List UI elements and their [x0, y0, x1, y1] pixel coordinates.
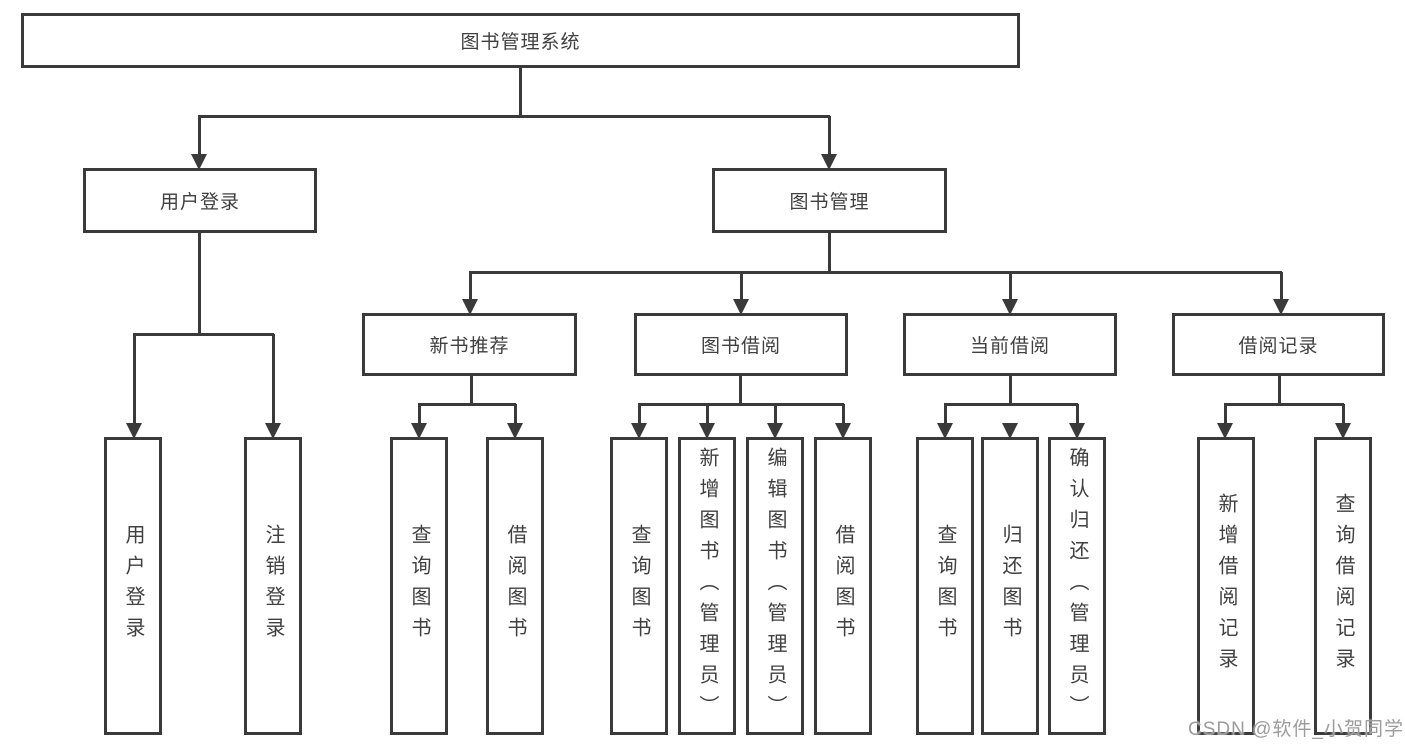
arrowhead-down-icon	[1002, 423, 1018, 439]
watermark: CSDN @软件_小贺同学	[1188, 719, 1404, 740]
node-label: 借阅记录	[1238, 336, 1319, 357]
arrowhead-down-icon	[462, 299, 478, 315]
leaf-label: 借阅图书	[832, 524, 854, 648]
arrowhead-down-icon	[631, 423, 647, 439]
arrowhead-down-icon	[937, 423, 953, 439]
leaf-logout: 注销登录	[244, 437, 302, 735]
leaf-user-login: 用户登录	[104, 437, 162, 735]
connector-line	[1278, 375, 1281, 406]
arrowhead-down-icon	[411, 423, 427, 439]
node-label: 图书管理系统	[460, 32, 581, 53]
connector-line	[470, 375, 473, 406]
connector-line	[1009, 375, 1012, 406]
arrowhead-down-icon	[126, 423, 142, 439]
arrowhead-down-icon	[1335, 423, 1351, 439]
connector-line	[133, 334, 136, 423]
leaf-label: 查询图书	[408, 524, 430, 648]
arrowhead-down-icon	[1069, 423, 1085, 439]
connector-line	[828, 232, 831, 274]
leaf-return-books: 归还图书	[981, 437, 1039, 735]
connector-line	[1342, 404, 1345, 424]
connector-line	[272, 334, 275, 423]
leaf-label: 查询借阅记录	[1332, 493, 1354, 679]
connector-line	[1224, 404, 1227, 424]
connector-line	[514, 404, 517, 424]
connector-line	[198, 116, 201, 154]
connector-line	[1076, 404, 1079, 424]
connector-line	[198, 115, 830, 118]
leaf-label: 借阅图书	[504, 524, 526, 648]
leaf-borrow-books: 借阅图书	[814, 437, 872, 735]
node-library-system: 图书管理系统	[21, 13, 1020, 68]
connector-line	[469, 272, 472, 300]
leaf-label: 编辑图书（管理员）	[764, 446, 786, 726]
connector-line	[706, 404, 709, 424]
node-label: 新书推荐	[429, 336, 510, 357]
node-book-management: 图书管理	[712, 168, 947, 233]
arrowhead-down-icon	[699, 423, 715, 439]
arrowhead-down-icon	[1217, 423, 1233, 439]
node-label: 图书借阅	[700, 336, 781, 357]
leaf-label: 归还图书	[999, 524, 1021, 648]
leaf-query-borrow-record: 查询借阅记录	[1314, 437, 1372, 735]
leaf-label: 确认归还（管理员）	[1066, 446, 1088, 726]
node-user-login: 用户登录	[83, 168, 317, 233]
leaf-label: 查询图书	[628, 524, 650, 648]
arrowhead-down-icon	[1002, 299, 1018, 315]
leaf-edit-books-admin: 编辑图书（管理员）	[746, 437, 804, 735]
leaf-confirm-return-admin: 确认归还（管理员）	[1048, 437, 1106, 735]
leaf-label: 新增借阅记录	[1215, 493, 1237, 679]
leaf-query-books: 查询图书	[610, 437, 668, 735]
connector-line	[740, 272, 743, 300]
connector-line	[418, 404, 421, 424]
connector-line	[842, 404, 845, 424]
arrowhead-down-icon	[767, 423, 783, 439]
connector-line	[638, 403, 844, 406]
connector-line	[944, 404, 947, 424]
connector-line	[828, 116, 831, 154]
connector-line	[774, 404, 777, 424]
node-new-book-recommend: 新书推荐	[362, 313, 577, 376]
leaf-label: 用户登录	[122, 524, 144, 648]
connector-line	[1280, 272, 1283, 300]
arrowhead-down-icon	[733, 299, 749, 315]
leaf-query-books: 查询图书	[916, 437, 974, 735]
connector-line	[469, 271, 1282, 274]
arrowhead-down-icon	[265, 423, 281, 439]
node-label: 图书管理	[789, 192, 870, 213]
connector-line	[638, 404, 641, 424]
leaf-add-borrow-record: 新增借阅记录	[1197, 437, 1255, 735]
leaf-query-books: 查询图书	[390, 437, 448, 735]
leaf-label: 查询图书	[934, 524, 956, 648]
node-label: 当前借阅	[969, 336, 1050, 357]
connector-line	[133, 333, 274, 336]
arrowhead-down-icon	[191, 154, 207, 170]
arrowhead-down-icon	[835, 423, 851, 439]
arrowhead-down-icon	[1273, 299, 1289, 315]
arrowhead-down-icon	[507, 423, 523, 439]
connector-line	[519, 68, 522, 118]
leaf-add-books-admin: 新增图书（管理员）	[678, 437, 736, 735]
leaf-label: 新增图书（管理员）	[696, 446, 718, 726]
connector-line	[418, 403, 516, 406]
connector-line	[1224, 403, 1344, 406]
node-borrow-records: 借阅记录	[1172, 313, 1385, 376]
connector-line	[739, 375, 742, 406]
node-current-borrow: 当前借阅	[903, 313, 1117, 376]
connector-line	[1009, 272, 1012, 300]
arrowhead-down-icon	[821, 154, 837, 170]
connector-line	[944, 403, 1078, 406]
node-book-borrow: 图书借阅	[634, 313, 848, 376]
leaf-borrow-books: 借阅图书	[486, 437, 544, 735]
leaf-label: 注销登录	[262, 524, 284, 648]
connector-line	[198, 231, 201, 336]
node-label: 用户登录	[159, 192, 240, 213]
